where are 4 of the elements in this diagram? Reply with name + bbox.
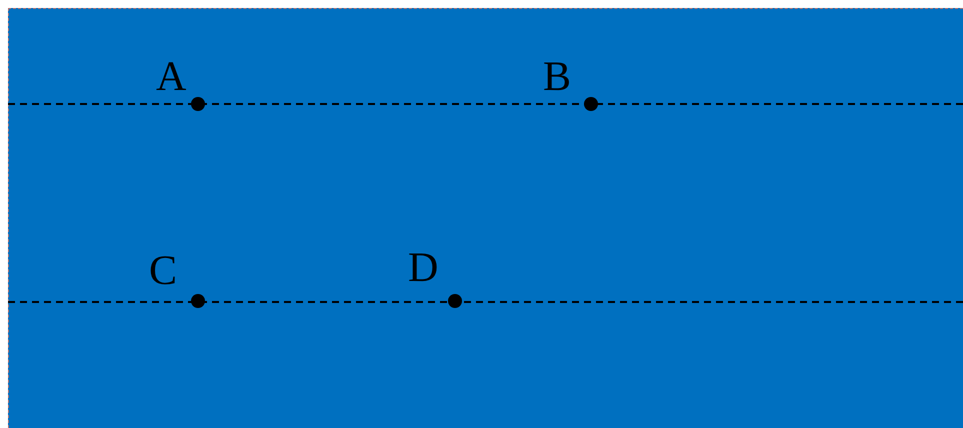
- point-label: D: [408, 247, 438, 289]
- point-label: A: [156, 56, 186, 98]
- point-label: B: [543, 56, 572, 98]
- point-label: C: [149, 250, 178, 292]
